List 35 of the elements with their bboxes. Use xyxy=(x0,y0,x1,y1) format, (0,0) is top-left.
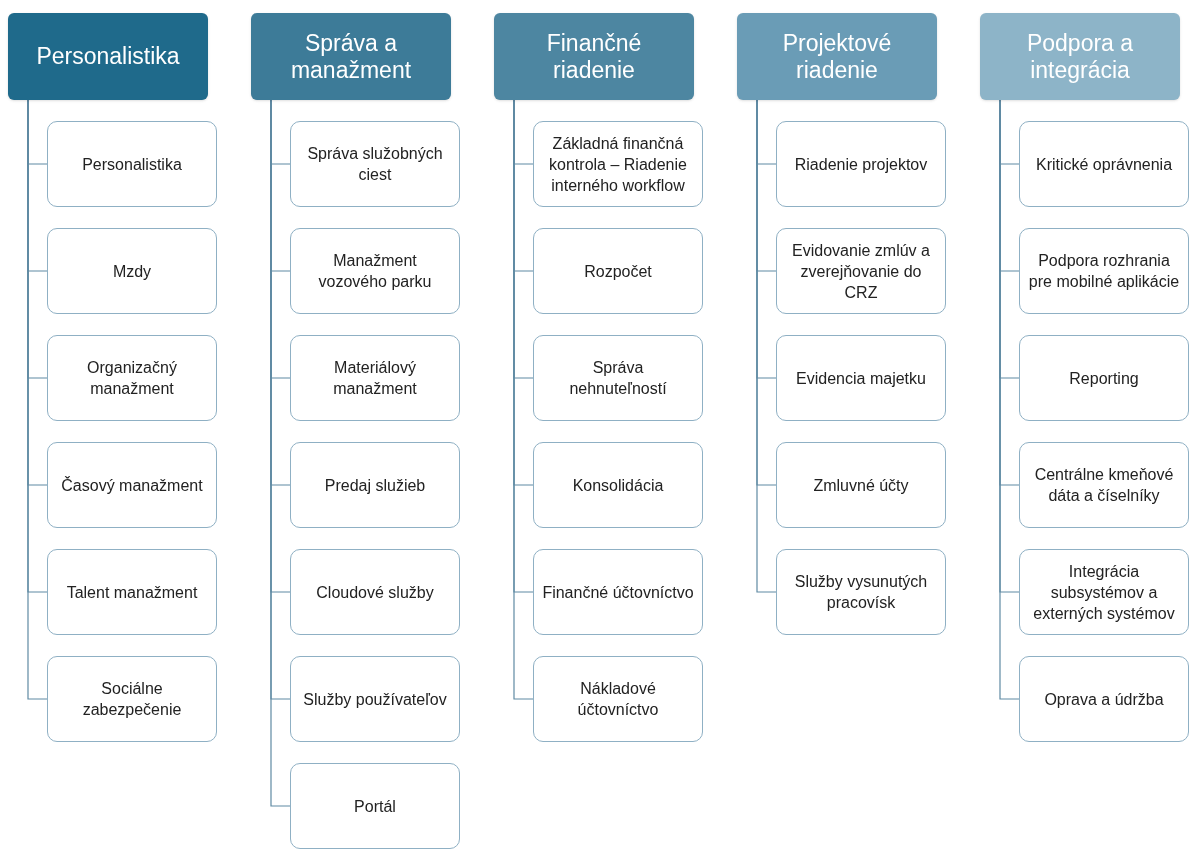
module-box: Nákladové účtovníctvo xyxy=(533,656,703,742)
category-header: Podpora a integrácia xyxy=(980,13,1180,100)
module-box: Správa služobných ciest xyxy=(290,121,460,207)
module-box: Podpora rozhrania pre mobilné aplikácie xyxy=(1019,228,1189,314)
module-box: Integrácia subsystémov a externých systémov xyxy=(1019,549,1189,635)
category-header: Projektové riadenie xyxy=(737,13,937,100)
module-box: Talent manažment xyxy=(47,549,217,635)
module-box: Oprava a údržba xyxy=(1019,656,1189,742)
module-box: Správa nehnuteľností xyxy=(533,335,703,421)
module-box: Zmluvné účty xyxy=(776,442,946,528)
module-box: Personalistika xyxy=(47,121,217,207)
module-box: Služby vysunutých pracovísk xyxy=(776,549,946,635)
category-header: Personalistika xyxy=(8,13,208,100)
module-box: Centrálne kmeňové dáta a číselníky xyxy=(1019,442,1189,528)
module-box: Sociálne zabezpečenie xyxy=(47,656,217,742)
module-box: Služby používateľov xyxy=(290,656,460,742)
module-box: Cloudové služby xyxy=(290,549,460,635)
module-box: Evidovanie zmlúv a zverejňovanie do CRZ xyxy=(776,228,946,314)
module-box: Konsolidácia xyxy=(533,442,703,528)
module-box: Reporting xyxy=(1019,335,1189,421)
module-box: Predaj služieb xyxy=(290,442,460,528)
module-box: Časový manažment xyxy=(47,442,217,528)
category-header: Správa a manažment xyxy=(251,13,451,100)
module-box: Organizačný manažment xyxy=(47,335,217,421)
module-box: Základná finančná kontrola – Riadenie interného workflow xyxy=(533,121,703,207)
module-box: Riadenie projektov xyxy=(776,121,946,207)
module-box: Manažment vozového parku xyxy=(290,228,460,314)
category-header: Finančné riadenie xyxy=(494,13,694,100)
module-box: Finančné účtovníctvo xyxy=(533,549,703,635)
module-box: Mzdy xyxy=(47,228,217,314)
module-box: Rozpočet xyxy=(533,228,703,314)
module-box: Materiálový manažment xyxy=(290,335,460,421)
module-box: Evidencia majetku xyxy=(776,335,946,421)
module-box: Portál xyxy=(290,763,460,849)
module-box: Kritické oprávnenia xyxy=(1019,121,1189,207)
